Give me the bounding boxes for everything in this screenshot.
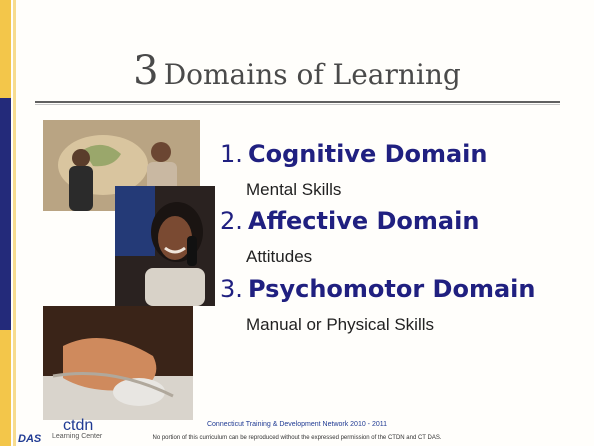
domain-subtitle-2: Attitudes [246,247,313,266]
das-logo: DAS [18,433,42,445]
domain-title: Psychomotor Domain [248,275,536,303]
domain-item-1: 1. Cognitive Domain [220,140,488,168]
domain-title: Affective Domain [248,207,480,235]
domain-subtitle-1: Mental Skills [246,180,342,199]
title-number: 3 [133,48,159,94]
footer-copyright: No portion of this curriculum can be rep… [152,435,442,441]
footer-org-line: Connecticut Training & Development Netwo… [206,421,388,428]
left-navy-bar [0,98,11,330]
title-underline [35,101,560,103]
slide-title: 3 Domains of Learning [0,48,594,94]
domain-subtitle-3: Manual or Physical Skills [246,315,435,334]
left-thin-bar [13,0,16,446]
domain-number: 2. [220,207,243,235]
domain-number: 1. [220,140,243,168]
learning-center-label: Learning Center [52,433,103,440]
photo-woman-on-phone [115,186,215,306]
domain-item-2: 2. Affective Domain [220,207,479,235]
domain-item-3: 3. Psychomotor Domain [220,275,535,303]
domain-number: 3. [220,275,243,303]
ctdn-logo: ctdn [63,417,94,434]
title-text: Domains of Learning [163,58,461,91]
photo-hand-on-mouse [43,306,193,420]
domain-title: Cognitive Domain [248,140,488,168]
title-underline-fine [35,104,560,105]
